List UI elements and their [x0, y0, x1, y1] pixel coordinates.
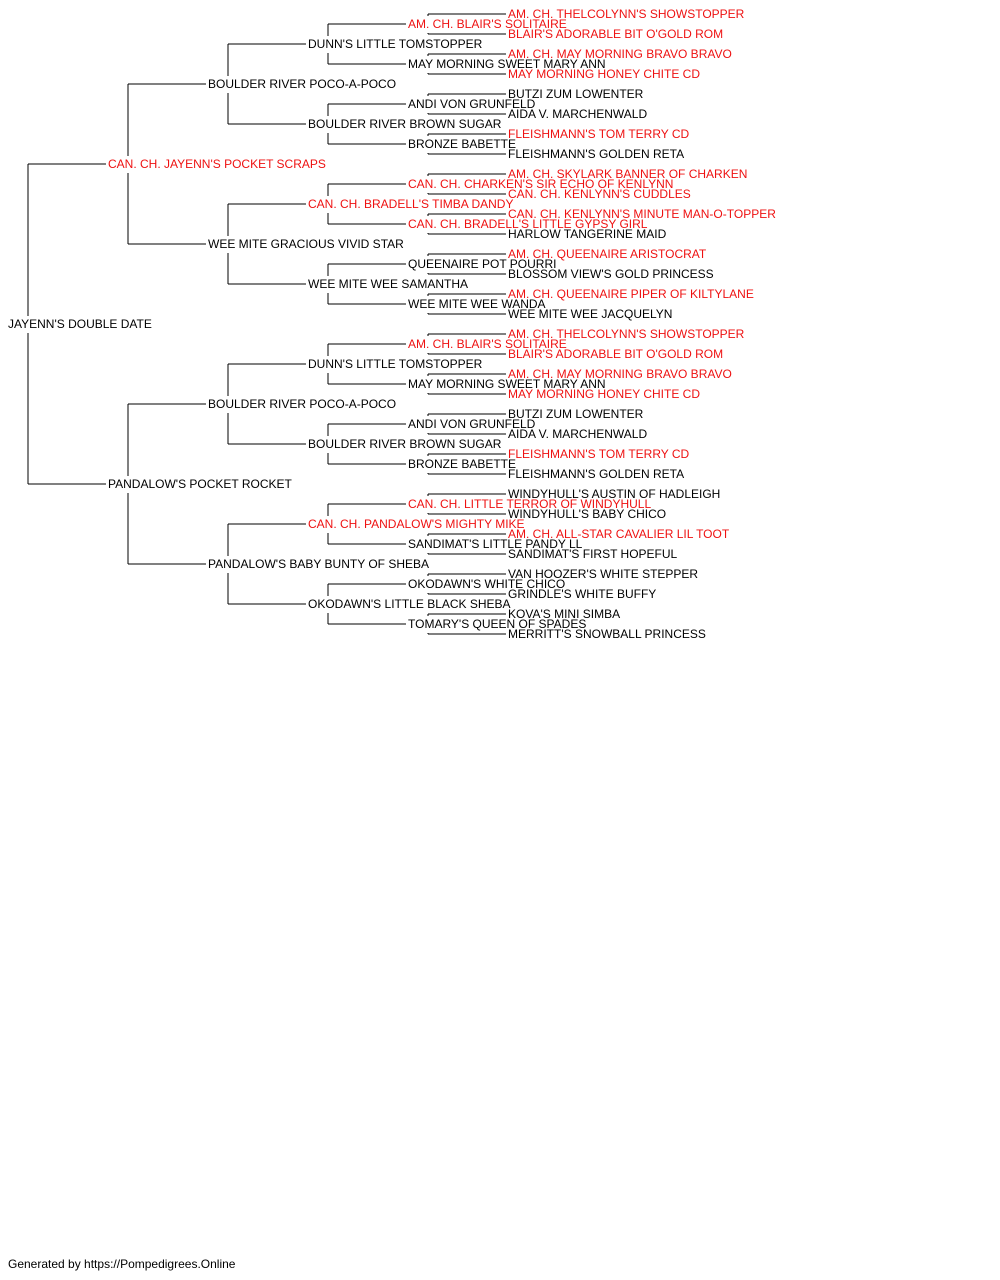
- sire-name: ANDI VON GRUNFELD: [408, 417, 536, 431]
- sire-name: BOULDER RIVER POCO-A-POCO: [208, 397, 397, 411]
- dam-name: FLEISHMANN'S GOLDEN RETA: [508, 147, 685, 161]
- dam-name: MAY MORNING HONEY CHITE CD: [508, 67, 701, 81]
- dam-name: MAY MORNING HONEY CHITE CD: [508, 387, 701, 401]
- dam-name: MAY MORNING SWEET MARY ANN: [408, 377, 606, 391]
- sire-name: FLEISHMANN'S TOM TERRY CD: [508, 447, 690, 461]
- dam-name: PANDALOW'S BABY BUNTY OF SHEBA: [208, 557, 430, 571]
- dam-name: BOULDER RIVER BROWN SUGAR: [308, 437, 502, 451]
- dam-name: WEE MITE WEE WANDA: [408, 297, 546, 311]
- sire-name: AM. CH. QUEENAIRE ARISTOCRAT: [508, 247, 707, 261]
- sire-name: CAN. CH. KENLYNN'S MINUTE MAN-O-TOPPER: [508, 207, 776, 221]
- dam-name: WEE MITE WEE JACQUELYN: [508, 307, 673, 321]
- sire-name: OKODAWN'S WHITE CHICO: [408, 577, 566, 591]
- sire-name: BUTZI ZUM LOWENTER: [508, 407, 644, 421]
- sire-name: CAN. CH. BRADELL'S TIMBA DANDY: [308, 197, 514, 211]
- sire-name: DUNN'S LITTLE TOMSTOPPER: [308, 357, 483, 371]
- sire-name: AM. CH. THELCOLYNN'S SHOWSTOPPER: [508, 327, 745, 341]
- dam-name: CAN. CH. KENLYNN'S CUDDLES: [508, 187, 691, 201]
- dam-name: AIDA V. MARCHENWALD: [508, 107, 648, 121]
- dam-name: BRONZE BABETTE: [408, 457, 517, 471]
- dam-name: FLEISHMANN'S GOLDEN RETA: [508, 467, 685, 481]
- sire-name: AM. CH. THELCOLYNN'S SHOWSTOPPER: [508, 7, 745, 21]
- sire-name: ANDI VON GRUNFELD: [408, 97, 536, 111]
- dam-name: MAY MORNING SWEET MARY ANN: [408, 57, 606, 71]
- sire-name: AM. CH. MAY MORNING BRAVO BRAVO: [508, 47, 732, 61]
- sire-name: QUEENAIRE POT POURRI: [408, 257, 557, 271]
- sire-name: CAN. CH. LITTLE TERROR OF WINDYHULL: [408, 497, 652, 511]
- dam-name: GRINDLE'S WHITE BUFFY: [508, 587, 657, 601]
- sire-name: AM. CH. BLAIR'S SOLITAIRE: [408, 17, 567, 31]
- sire-name: CAN. CH. PANDALOW'S MIGHTY MIKE: [308, 517, 525, 531]
- dam-name: BLAIR'S ADORABLE BIT O'GOLD ROM: [508, 27, 724, 41]
- sire-name: CAN. CH. JAYENN'S POCKET SCRAPS: [108, 157, 326, 171]
- sire-name: BUTZI ZUM LOWENTER: [508, 87, 644, 101]
- sire-name: AM. CH. SKYLARK BANNER OF CHARKEN: [508, 167, 748, 181]
- dam-name: SANDIMAT'S FIRST HOPEFUL: [508, 547, 678, 561]
- dam-name: WEE MITE WEE SAMANTHA: [308, 277, 469, 291]
- dam-name: HARLOW TANGERINE MAID: [508, 227, 667, 241]
- dam-name: TOMARY'S QUEEN OF SPADES: [408, 617, 587, 631]
- sire-name: AM. CH. BLAIR'S SOLITAIRE: [408, 337, 567, 351]
- sire-name: WINDYHULL'S AUSTIN OF HADLEIGH: [508, 487, 721, 501]
- dam-name: OKODAWN'S LITTLE BLACK SHEBA: [308, 597, 511, 611]
- dam-name: AIDA V. MARCHENWALD: [508, 427, 648, 441]
- sire-name: FLEISHMANN'S TOM TERRY CD: [508, 127, 690, 141]
- footer-credit: Generated by https://Pompedigrees.Online: [8, 1257, 236, 1271]
- dam-name: MERRITT'S SNOWBALL PRINCESS: [508, 627, 706, 641]
- dam-name: WINDYHULL'S BABY CHICO: [508, 507, 667, 521]
- sire-name: DUNN'S LITTLE TOMSTOPPER: [308, 37, 483, 51]
- sire-name: CAN. CH. CHARKEN'S SIR ECHO OF KENLYNN: [408, 177, 674, 191]
- subject-dog-name: JAYENN'S DOUBLE DATE: [8, 317, 152, 331]
- sire-name: AM. CH. QUEENAIRE PIPER OF KILTYLANE: [508, 287, 754, 301]
- sire-name: AM. CH. MAY MORNING BRAVO BRAVO: [508, 367, 732, 381]
- dam-name: CAN. CH. BRADELL'S LITTLE GYPSY GIRL: [408, 217, 648, 231]
- sire-name: VAN HOOZER'S WHITE STEPPER: [508, 567, 699, 581]
- dam-name: SANDIMAT'S LITTLE PANDY LL: [408, 537, 583, 551]
- dam-name: BOULDER RIVER BROWN SUGAR: [308, 117, 502, 131]
- dam-name: WEE MITE GRACIOUS VIVID STAR: [208, 237, 404, 251]
- sire-name: KOVA'S MINI SIMBA: [508, 607, 621, 621]
- dam-name: PANDALOW'S POCKET ROCKET: [108, 477, 292, 491]
- sire-name: AM. CH. ALL-STAR CAVALIER LIL TOOT: [508, 527, 730, 541]
- dam-name: BLAIR'S ADORABLE BIT O'GOLD ROM: [508, 347, 724, 361]
- dam-name: BLOSSOM VIEW'S GOLD PRINCESS: [508, 267, 714, 281]
- sire-name: BOULDER RIVER POCO-A-POCO: [208, 77, 397, 91]
- dam-name: BRONZE BABETTE: [408, 137, 517, 151]
